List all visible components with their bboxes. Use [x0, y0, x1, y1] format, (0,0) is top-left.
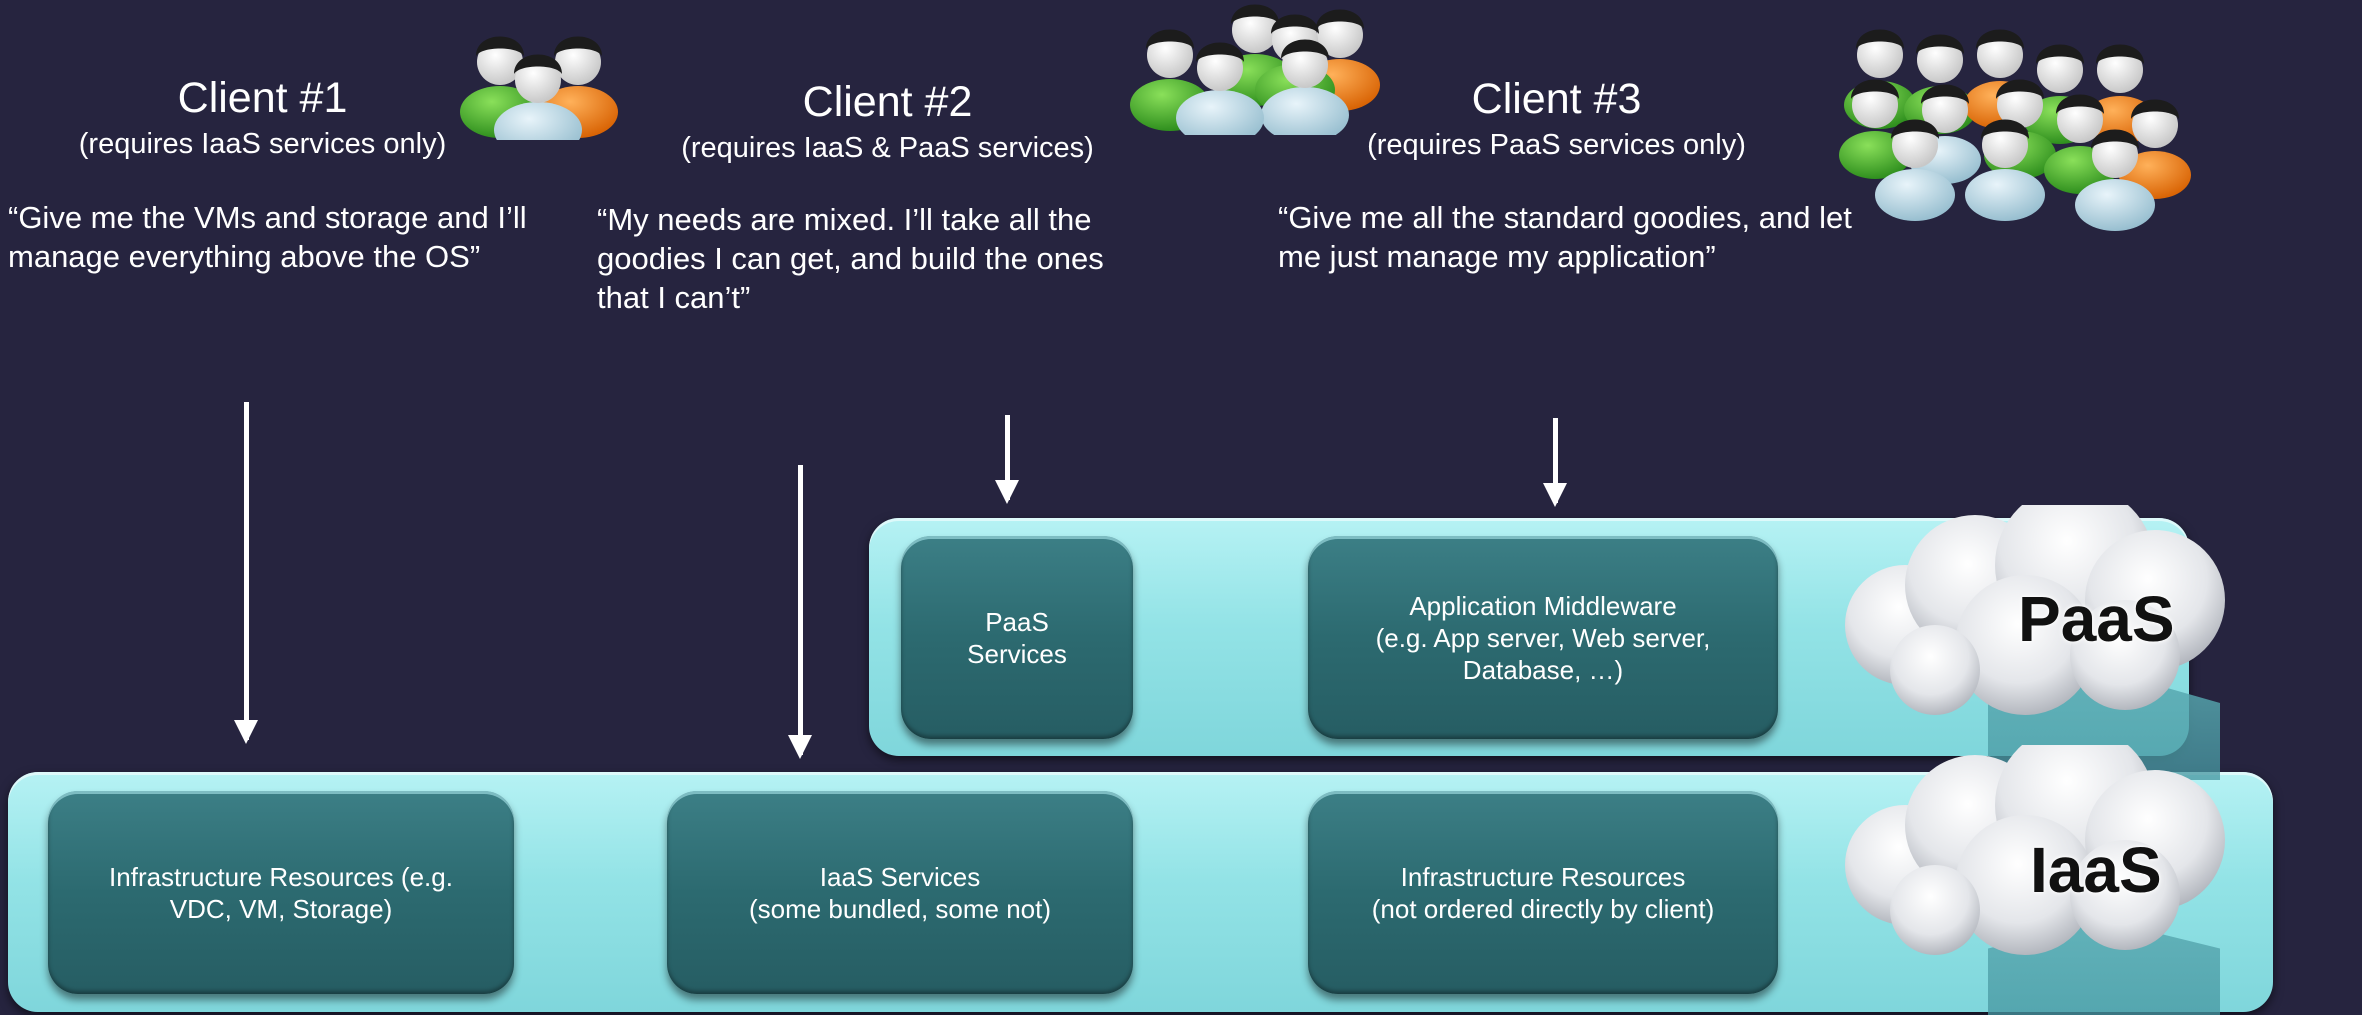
middleware-line3: Database, …) — [1462, 654, 1624, 685]
client-1-title: Client #1 — [177, 74, 348, 122]
arrow-client-2-paas — [995, 415, 1019, 504]
paas-label: PaaS — [2018, 583, 2175, 655]
arrow-client-2-iaas — [788, 465, 812, 759]
application-middleware-box: Application Middleware (e.g. App server,… — [1308, 536, 1778, 739]
client-1-quote: “Give me the VMs and storage and I’ll ma… — [8, 200, 527, 274]
iaas-services-line1: IaaS Services — [819, 861, 981, 892]
client-1-subtitle: (requires IaaS services only) — [78, 128, 447, 160]
user-group-small-icon — [460, 36, 618, 140]
infrastructure-resources-box: Infrastructure Resources (e.g. VDC, VM, … — [48, 791, 514, 994]
client-3-quote: “Give me all the standard goodies, and l… — [1278, 200, 1852, 274]
arrow-client-1 — [234, 402, 258, 744]
infra-not-ordered-line1: Infrastructure Resources — [1400, 861, 1686, 892]
paas-services-box: PaaS Services — [901, 536, 1133, 739]
infra-resources-line1: Infrastructure Resources (e.g. — [109, 861, 453, 892]
user-group-large-icon — [1839, 29, 2191, 231]
client-3-title: Client #3 — [1471, 75, 1642, 123]
arrow-client-3 — [1543, 418, 1567, 507]
infra-resources-line2: VDC, VM, Storage) — [169, 893, 393, 924]
client-3-subtitle: (requires PaaS services only) — [1367, 129, 1746, 161]
iaas-label: IaaS — [2030, 834, 2162, 906]
client-2-title: Client #2 — [802, 78, 973, 126]
infra-not-ordered-line2: (not ordered directly by client) — [1371, 893, 1715, 924]
middleware-line2: (e.g. App server, Web server, — [1375, 622, 1711, 653]
client-2-quote: “My needs are mixed. I’ll take all the g… — [597, 202, 1104, 315]
middleware-line1: Application Middleware — [1409, 590, 1677, 621]
infrastructure-not-ordered-box: Infrastructure Resources (not ordered di… — [1308, 791, 1778, 994]
user-group-medium-icon — [1130, 4, 1380, 135]
iaas-services-line2: (some bundled, some not) — [748, 893, 1052, 924]
paas-services-line1: PaaS — [985, 606, 1049, 637]
paas-services-line2: Services — [967, 638, 1067, 669]
iaas-services-box: IaaS Services (some bundled, some not) — [667, 791, 1133, 994]
client-2-subtitle: (requires IaaS & PaaS services) — [681, 132, 1094, 164]
